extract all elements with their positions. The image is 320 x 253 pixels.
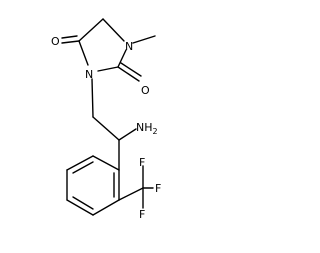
bond-ch2-ch — [92, 116, 120, 141]
atom-nh2-label: NH2 — [136, 121, 158, 136]
bond-n3-ch2 — [91, 78, 94, 118]
bond-n3-c2 — [97, 66, 119, 72]
structure-diagram: N N O O NH2 F F F — [51, 18, 161, 221]
bond-aryl-cf3 — [118, 187, 144, 201]
nh2-subscript: 2 — [153, 127, 158, 136]
bond-c4-n3 — [78, 40, 89, 66]
benzene-ring — [66, 155, 120, 216]
bond-c2-n1 — [117, 49, 127, 68]
atom-o4-label: O — [51, 35, 60, 48]
atom-f-top-label: F — [139, 156, 145, 169]
bond-ch-nh2 — [118, 128, 137, 141]
imidazolidinedione-ring — [78, 18, 156, 72]
bond-n1-methyl — [132, 35, 156, 44]
trifluoromethyl-group — [118, 165, 154, 209]
carbonyl-c4 — [61, 35, 80, 44]
bond-c5-c4 — [78, 18, 104, 42]
nh-text: NH — [136, 121, 153, 134]
carbonyl-c2 — [117, 62, 142, 82]
atom-n1-label: N — [125, 40, 133, 53]
atom-n3-label: N — [85, 68, 93, 81]
atom-f-right-label: F — [155, 182, 161, 195]
atom-o2-label: O — [141, 84, 150, 97]
atom-f-bottom-label: F — [139, 208, 145, 221]
bond-n1-c5 — [102, 18, 125, 42]
side-chain — [91, 78, 137, 171]
